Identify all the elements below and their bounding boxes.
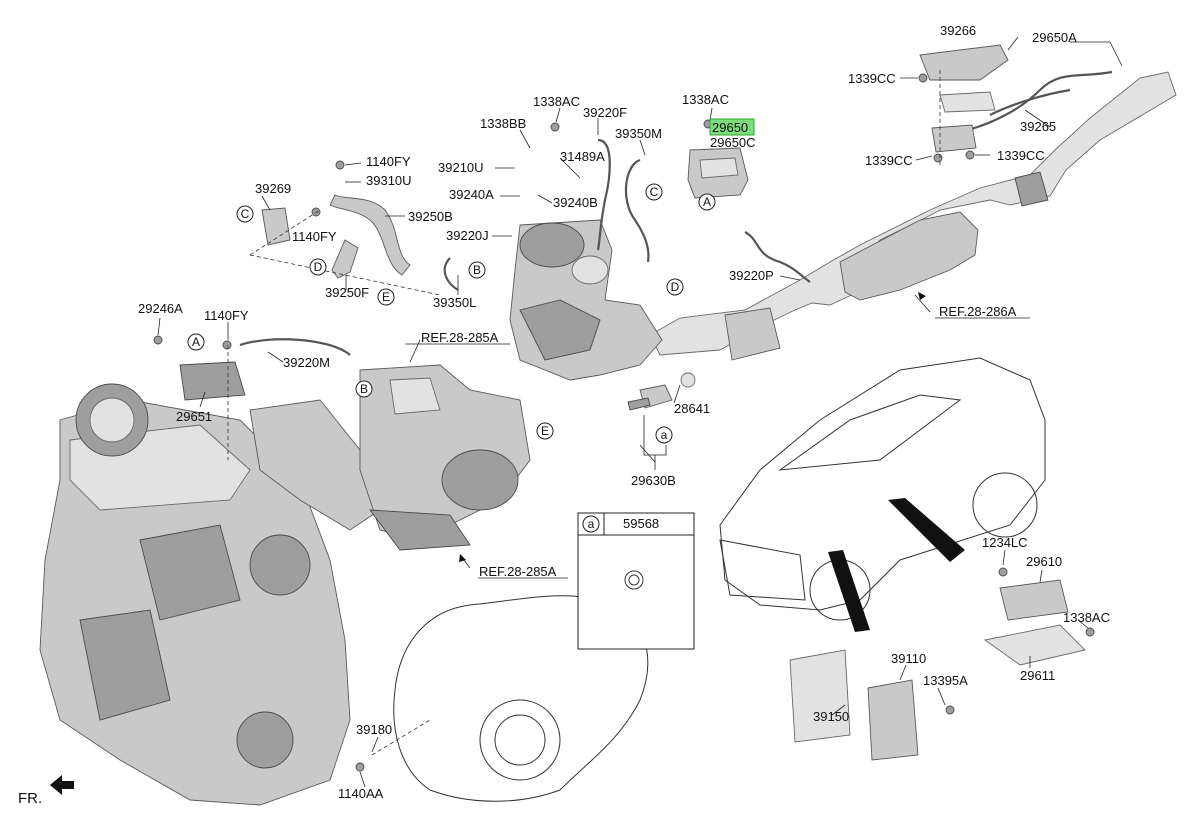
part-labels: 39266 29650A 1339CC 39265 1339CC 1339CC … [18, 23, 1110, 807]
turbo-manifold [249, 364, 531, 551]
label-39220M[interactable]: 39220M [283, 355, 330, 370]
label-1338BB[interactable]: 1338BB [480, 116, 526, 131]
callout-a-small-2: a [588, 517, 595, 531]
label-1339CC-b[interactable]: 1339CC [865, 153, 913, 168]
vehicle-outline [719, 357, 1046, 632]
label-39310U[interactable]: 39310U [366, 173, 412, 188]
label-1339CC-a[interactable]: 1339CC [848, 71, 896, 86]
inset-box-59568 [577, 512, 695, 650]
callout-d-2: D [314, 260, 323, 274]
label-39220F[interactable]: 39220F [583, 105, 627, 120]
label-39240B[interactable]: 39240B [553, 195, 598, 210]
label-28641[interactable]: 28641 [674, 401, 710, 416]
label-29610[interactable]: 29610 [1026, 554, 1062, 569]
label-ref-28-285A-b[interactable]: REF.28-285A [479, 564, 557, 579]
catalytic-converter [509, 219, 663, 381]
callout-circles: A C B D C D E A B E a a [187, 183, 716, 533]
engine-block [39, 383, 351, 806]
callout-c-1: C [650, 185, 659, 199]
label-ref-28-286A[interactable]: REF.28-286A [939, 304, 1017, 319]
oxygen-sensor-wires [239, 70, 1113, 356]
callout-e-1: E [382, 290, 390, 304]
label-39250F[interactable]: 39250F [325, 285, 369, 300]
label-1140FY-c[interactable]: 1140FY [204, 308, 249, 323]
callout-b-1: B [473, 263, 481, 277]
label-29651[interactable]: 29651 [176, 409, 212, 424]
label-39110[interactable]: 39110 [891, 651, 926, 666]
label-29611[interactable]: 29611 [1020, 668, 1055, 683]
label-39266[interactable]: 39266 [940, 23, 976, 38]
label-59568[interactable]: 59568 [623, 516, 659, 531]
label-1234LC[interactable]: 1234LC [982, 535, 1028, 550]
front-arrow-icon [50, 775, 74, 795]
label-39210U[interactable]: 39210U [438, 160, 484, 175]
ecu-group [789, 579, 1086, 761]
label-1140FY-a[interactable]: 1140FY [366, 154, 411, 169]
label-1338AC-b[interactable]: 1338AC [682, 92, 729, 107]
label-39180[interactable]: 39180 [356, 722, 392, 737]
sensor-module-29650 [687, 147, 749, 199]
leader-lines [157, 36, 1123, 788]
bracket-39266 [919, 44, 1009, 153]
ref-arrow-icon-1 [918, 292, 926, 300]
label-39350M[interactable]: 39350M [615, 126, 662, 141]
label-39269[interactable]: 39269 [255, 181, 291, 196]
label-29650[interactable]: 29650 [712, 120, 748, 135]
label-39250B[interactable]: 39250B [408, 209, 453, 224]
label-39265[interactable]: 39265 [1020, 119, 1056, 134]
label-front: FR. [18, 790, 42, 807]
callout-e-2: E [541, 424, 549, 438]
label-39240A[interactable]: 39240A [449, 187, 494, 202]
label-13395A[interactable]: 13395A [923, 673, 968, 688]
label-ref-28-285A-a[interactable]: REF.28-285A [421, 330, 499, 345]
label-31489A[interactable]: 31489A [560, 149, 605, 164]
label-29630B[interactable]: 29630B [631, 473, 676, 488]
label-1338AC-c[interactable]: 1338AC [1063, 610, 1110, 625]
ref-arrow-icon-2 [459, 554, 466, 562]
callout-a-small-1: a [661, 428, 668, 442]
label-29650C[interactable]: 29650C [710, 135, 756, 150]
label-1140FY-b[interactable]: 1140FY [292, 229, 337, 244]
callout-a-1: A [703, 195, 711, 209]
sensor-29630B [627, 372, 696, 411]
label-1338AC-a[interactable]: 1338AC [533, 94, 580, 109]
label-29246A[interactable]: 29246A [138, 301, 183, 316]
label-1339CC-c[interactable]: 1339CC [997, 148, 1045, 163]
callout-d-1: D [671, 280, 680, 294]
highlight-29650 [709, 118, 755, 136]
callout-a-2: A [192, 335, 200, 349]
label-39350L[interactable]: 39350L [433, 295, 476, 310]
callout-b-2: B [360, 382, 368, 396]
transmission-outline [393, 595, 649, 802]
label-29650A[interactable]: 29650A [1032, 30, 1077, 45]
label-1140AA[interactable]: 1140AA [338, 786, 384, 801]
callout-c-2: C [241, 207, 250, 221]
label-39220P[interactable]: 39220P [729, 268, 774, 283]
exhaust-pipe-assembly [649, 71, 1177, 361]
label-39150[interactable]: 39150 [813, 709, 849, 724]
label-39220J[interactable]: 39220J [446, 228, 489, 243]
egr-pipes [179, 194, 411, 401]
